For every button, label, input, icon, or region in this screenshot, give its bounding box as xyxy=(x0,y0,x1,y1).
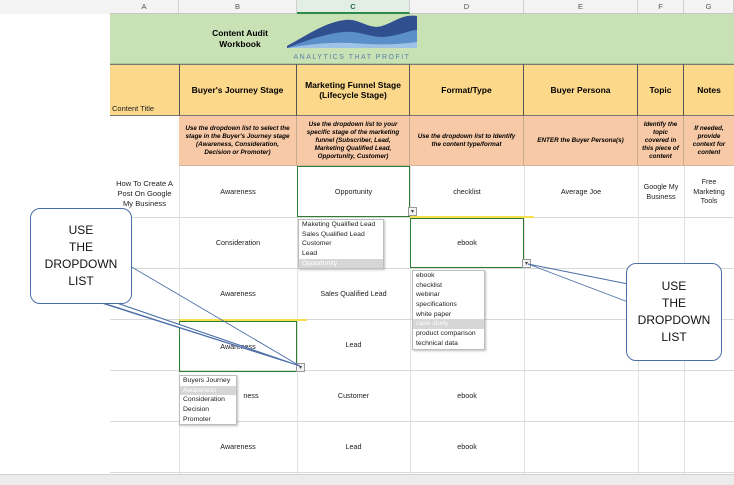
cell-journey[interactable]: Awareness xyxy=(220,186,256,196)
logo-mountains-icon xyxy=(287,15,417,48)
dropdown-option[interactable]: white paper xyxy=(416,310,452,318)
column-header-d[interactable]: D xyxy=(410,0,524,14)
header-notes: Notes xyxy=(697,85,721,95)
cell-journey[interactable]: ness xyxy=(243,390,259,400)
cell-title[interactable]: How To Create A Post On Google My Busine… xyxy=(116,178,173,209)
dropdown-option[interactable]: webinar xyxy=(416,291,440,299)
dropdown-option[interactable]: Customer xyxy=(302,240,332,248)
header-content-title: Content Title xyxy=(112,104,155,113)
callout-left: USE THE DROPDOWN LIST xyxy=(30,208,132,304)
header-journey: Buyer's Journey Stage xyxy=(179,64,297,116)
column-header-b[interactable]: B xyxy=(179,0,297,14)
dropdown-option[interactable]: Consideration xyxy=(183,396,225,404)
dropdown-option[interactable]: product comparison xyxy=(416,330,476,338)
instruction-notes: If needed, provide context for content xyxy=(692,125,726,156)
dropdown-option[interactable]: Decision xyxy=(183,406,210,414)
cell-funnel[interactable]: Lead xyxy=(345,339,362,349)
logo-tagline: ANALYTICS THAT PROFIT xyxy=(293,54,411,61)
dropdown-option[interactable]: Sales Qualified Lead xyxy=(302,230,365,238)
grid-line xyxy=(110,421,734,422)
grid-line xyxy=(410,166,411,474)
dropdown-option-highlighted[interactable]: case study xyxy=(413,319,484,330)
grid-line xyxy=(110,370,734,371)
column-header-e[interactable]: E xyxy=(524,0,638,14)
cell-format-selected[interactable]: ebook xyxy=(410,218,524,268)
column-header-a[interactable]: A xyxy=(110,0,179,14)
cell-journey[interactable]: Awareness xyxy=(220,288,256,298)
cell-persona[interactable]: Average Joe xyxy=(560,186,602,196)
dropdown-option-highlighted[interactable]: Opportunity xyxy=(299,258,383,269)
cell-funnel[interactable]: Lead xyxy=(345,441,362,451)
instruction-funnel: Use the dropdown list to your specific s… xyxy=(297,116,410,166)
cell-funnel[interactable]: Sales Qualified Lead xyxy=(320,288,387,298)
header-divider-a xyxy=(179,64,180,116)
cell-topic[interactable]: Google My Business xyxy=(643,181,679,201)
yellow-highlight-line xyxy=(410,216,534,218)
header-persona: Buyer Persona xyxy=(524,64,638,116)
dropdown-option[interactable]: Lead xyxy=(302,250,318,258)
dropdown-option[interactable]: technical data xyxy=(416,339,458,347)
instruction-persona: ENTER the Buyer Persona(s) xyxy=(524,116,638,166)
dropdown-option[interactable]: Buyers Journey xyxy=(183,377,231,384)
dropdown-option[interactable]: specifications xyxy=(416,301,457,309)
instruction-topic: Identify the topic covered in this piece… xyxy=(638,116,684,166)
dropdown-arrow-button[interactable]: ▾ xyxy=(522,259,531,268)
yellow-highlight-line xyxy=(179,319,307,321)
callout-right: USE THE DROPDOWN LIST xyxy=(626,263,722,361)
cell-notes[interactable]: Free Marketing Tools xyxy=(693,176,725,206)
instruction-row xyxy=(179,116,734,166)
cell-journey[interactable]: Consideration xyxy=(215,237,261,247)
dropdown-option[interactable]: checklist xyxy=(416,281,443,289)
header-funnel: Marketing Funnel Stage (Lifecycle Stage) xyxy=(297,64,410,116)
dropdown-funnel-list[interactable]: Maketing Qualified Lead Sales Qualified … xyxy=(298,219,384,270)
column-header-f[interactable]: F xyxy=(638,0,684,14)
dropdown-format-list[interactable]: ebook checklist webinar specifications w… xyxy=(412,270,485,350)
dropdown-option[interactable]: Maketing Qualified Lead xyxy=(302,221,376,228)
cell-format[interactable]: ebook xyxy=(457,390,477,400)
column-header-c[interactable]: C xyxy=(297,0,410,14)
dropdown-arrow-button[interactable]: ▾ xyxy=(408,207,417,216)
header-row xyxy=(110,64,734,116)
dropdown-option-highlighted[interactable]: Awareness xyxy=(180,385,236,396)
grid-line xyxy=(524,166,525,474)
dropdown-option[interactable]: Promoter xyxy=(183,415,211,423)
cell-format[interactable]: ebook xyxy=(457,441,477,451)
instruction-journey: Use the dropdown list to select the stag… xyxy=(179,116,297,166)
horizontal-scrollbar[interactable] xyxy=(0,474,734,485)
workbook-title: Content Audit Workbook xyxy=(212,28,268,50)
cell-funnel[interactable]: Customer xyxy=(337,390,370,400)
header-topic: Topic xyxy=(638,64,684,116)
dropdown-journey-list[interactable]: Buyers Journey Awareness Consideration D… xyxy=(179,375,237,426)
cell-format[interactable]: checklist xyxy=(453,186,481,196)
cell-funnel-selected[interactable]: Opportunity xyxy=(297,166,410,217)
instruction-format: Use the dropdown list to Identify the co… xyxy=(410,116,524,166)
grid-line xyxy=(110,268,734,269)
dropdown-arrow-button[interactable]: ▾ xyxy=(296,363,305,372)
header-format: Format/Type xyxy=(410,64,524,116)
grid-line xyxy=(110,472,734,473)
title-band xyxy=(110,14,734,64)
cell-journey[interactable]: Awareness xyxy=(220,441,256,451)
dropdown-option[interactable]: ebook xyxy=(416,272,435,279)
